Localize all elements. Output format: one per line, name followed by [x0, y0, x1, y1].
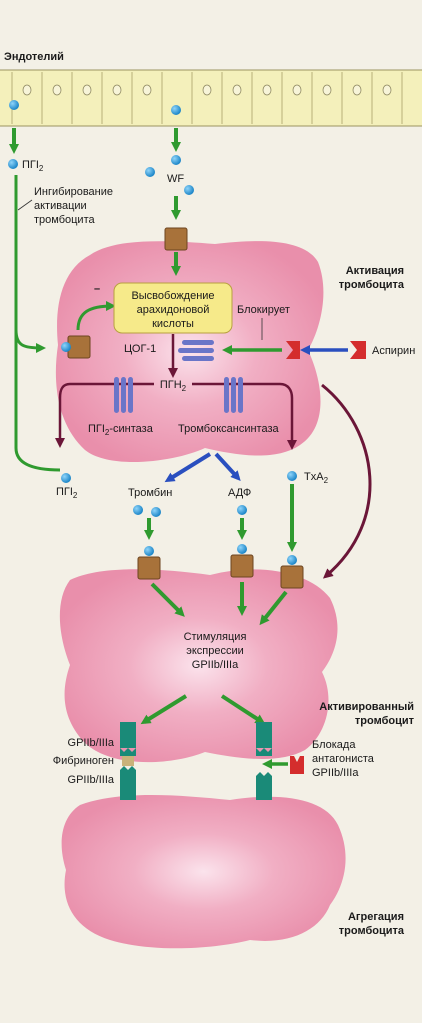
pgi2-pathway: [9, 128, 116, 472]
thrombin-molecule-2: [151, 507, 161, 517]
gp-blocked-receptor: [256, 722, 272, 800]
platelet-to-platelet-arrow: [321, 383, 372, 579]
wf-label: WF: [167, 173, 184, 185]
pgi2-receptor: [67, 335, 91, 359]
txa2-receptor-molecule: [287, 555, 297, 565]
thrombin-label: Тромбин: [128, 487, 172, 499]
txa2-molecule: [287, 471, 297, 481]
activation-label-2: тромбоцита: [339, 279, 405, 291]
wf-receptor: [164, 227, 188, 251]
stimulation-label-2: экспрессии: [186, 645, 244, 657]
gp-top-label: GPIIb/IIIa: [68, 737, 115, 749]
pgi2-bottom-label: ПГI2: [56, 486, 78, 500]
stim-to-left-gp-arrow: [140, 694, 188, 725]
to-adp-arrow: [214, 452, 241, 481]
adp-receptor-molecule: [237, 544, 247, 554]
blocks-label: Блокирует: [237, 304, 290, 316]
pgh2-branch-right: [192, 382, 297, 450]
inhibition-label-3: тромбоцита: [34, 214, 95, 226]
cox1-label: ЦОГ-1: [124, 343, 156, 355]
endothelium-layer: [0, 69, 422, 127]
pgi2-bottom-molecule: [61, 473, 71, 483]
thromboxane-synthase-label: Тромбоксансинтаза: [178, 423, 279, 435]
pgi2-synthase-icon: [114, 377, 133, 413]
inhibition-label-2: активации: [34, 200, 87, 212]
fibrinogen-label: Фибриноген: [53, 755, 114, 767]
wf-molecule-3: [184, 185, 194, 195]
aspirin-label: Аспирин: [372, 345, 415, 357]
adp-label: АДФ: [228, 487, 251, 499]
txa2-label: TxA2: [304, 471, 329, 485]
to-thrombin-arrow: [164, 452, 212, 483]
wf-molecule-1: [145, 167, 155, 177]
aspirin-molecule-icon: [350, 341, 366, 359]
adp-molecule-1: [237, 505, 247, 515]
pgi2-endothelium-molecule: [9, 100, 19, 110]
thrombin-molecule-1: [133, 505, 143, 515]
thrombin-receptor: [137, 556, 161, 580]
release-label-3: кислоты: [152, 318, 194, 330]
antagonist-label-2: антагониста: [312, 753, 375, 765]
pgh2-branch-left: [55, 382, 154, 448]
aggregation-label: Агрегация: [348, 911, 404, 923]
stimulation-label-3: GPIIb/IIIa: [192, 659, 239, 671]
wf-molecule-endothelium: [171, 105, 181, 115]
gp-bottom-label: GPIIb/IIIa: [68, 774, 115, 786]
pgi2-top-label: ПГI2: [22, 159, 44, 173]
antagonist-label-3: GPIIb/IIIa: [312, 767, 359, 779]
activated-label-2: тромбоцит: [355, 715, 415, 727]
aggregation-label-2: тромбоцита: [339, 925, 405, 937]
aspirin-bound-icon: [286, 341, 300, 359]
endothelium-title: Эндотелий: [4, 51, 64, 63]
release-label-1: Высвобождение: [131, 290, 214, 302]
gp-fibrinogen-bridge: [120, 722, 136, 800]
pgi2-synthase-label: ПГI2-синтаза: [88, 423, 154, 437]
activation-label: Активация: [346, 265, 404, 277]
release-label-2: арахидоновой: [137, 304, 210, 316]
txa2-to-stim-arrow: [259, 590, 288, 626]
wf-molecule-2: [171, 155, 181, 165]
antagonist-label-1: Блокада: [312, 739, 356, 751]
adp-receptor: [230, 554, 254, 578]
release-box: [113, 282, 233, 334]
antagonist-icon: [290, 756, 304, 774]
stimulation-label-1: Стимуляция: [184, 631, 247, 643]
pgi2-top-molecule: [8, 159, 18, 169]
minus-sign: –: [94, 283, 100, 295]
stim-to-right-gp-arrow: [220, 694, 266, 725]
activated-label: Активированный: [319, 701, 414, 713]
thromboxane-synthase-icon: [224, 377, 243, 413]
thrombin-to-stim-arrow: [150, 582, 185, 617]
pgi2-receptor-molecule: [61, 342, 71, 352]
inhibition-label-1: Ингибирование: [34, 186, 113, 198]
thrombin-receptor-molecule: [144, 546, 154, 556]
inhibition-leader-line: [17, 199, 33, 211]
txa2-receptor: [280, 565, 304, 589]
cox1-enzyme-icon: [178, 340, 214, 361]
platelet-aggregation: [61, 795, 346, 949]
pgh2-label: ПГН2: [160, 379, 187, 393]
